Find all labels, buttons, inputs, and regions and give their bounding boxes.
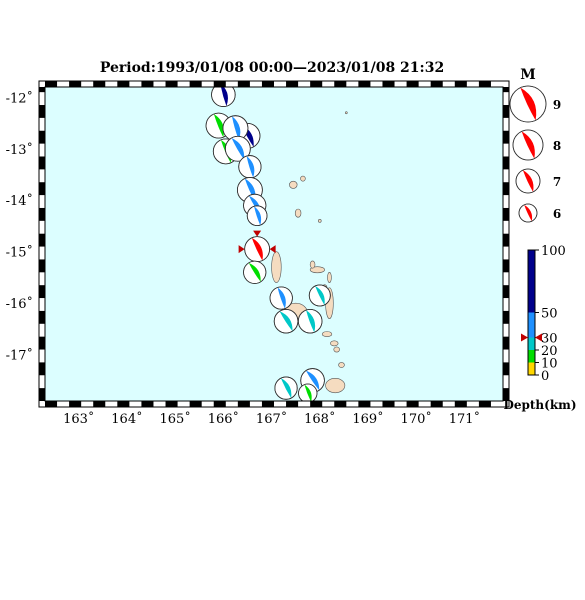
lat-tick-label: -17˚ (6, 348, 33, 364)
focal-mechanism-beachball (269, 286, 293, 310)
focal-mechanism-beachball (518, 203, 538, 223)
depth-legend-title: Depth(km) (503, 398, 576, 412)
magnitude-legend: M 9 8 7 6 (509, 67, 561, 223)
focal-mechanism-beachball (298, 383, 318, 401)
lat-tick-label: -16˚ (6, 296, 33, 312)
map-frame: -12˚ -13˚ -14˚ -15˚ -16˚ -17˚ 163˚ 164˚ 165˚ 166˚… (6, 80, 510, 427)
lat-tick-label: -14˚ (6, 193, 33, 209)
focal-mechanism-beachball (515, 168, 541, 194)
focal-mechanism-beachball (243, 260, 267, 284)
focal-mechanism-beachball (244, 236, 271, 263)
lon-tick-label: 171˚ (449, 411, 480, 427)
island (294, 208, 302, 218)
island (338, 362, 345, 368)
island (325, 378, 346, 394)
focal-mechanism-beachball (512, 129, 544, 161)
depth-color-band (528, 250, 535, 313)
island (271, 251, 282, 283)
magnitude-legend-label: 7 (553, 175, 561, 189)
depth-color-band (528, 312, 535, 338)
island (321, 331, 333, 337)
lon-tick-label: 164˚ (111, 411, 142, 427)
focal-mechanism-beachball (238, 155, 262, 179)
magnitude-legend-label: 8 (553, 139, 561, 153)
focal-mechanism-beachball (308, 284, 331, 307)
magnitude-legend-label: 9 (553, 98, 561, 112)
depth-tick-label: 0 (541, 369, 549, 384)
depth-color-band (528, 350, 535, 363)
focal-mechanism-beachball (273, 308, 299, 334)
depth-tick-label: 30 (541, 332, 558, 347)
depth-color-band (528, 337, 535, 350)
period-title: Period:1993/01/08 00:00—2023/01/08 21:32 (100, 60, 444, 76)
focal-mechanism-beachball (246, 205, 268, 226)
focal-mechanism-beachball (274, 376, 298, 400)
island (345, 111, 348, 115)
depth-tick-label: 20 (541, 344, 558, 359)
lon-tick-label: 170˚ (401, 411, 432, 427)
lat-tick-label: -12˚ (6, 90, 33, 106)
lon-tick-label: 163˚ (63, 411, 94, 427)
depth-marker (521, 333, 542, 342)
lon-tick-label: 169˚ (352, 411, 383, 427)
magnitude-legend-label: 6 (553, 207, 561, 221)
ocean (45, 87, 503, 401)
depth-tick-label: 10 (541, 357, 558, 372)
focal-mechanism-beachball (224, 135, 251, 162)
island (309, 260, 316, 269)
island (333, 346, 340, 353)
depth-tick-label: 50 (541, 307, 558, 322)
island (318, 218, 322, 223)
map-border (38, 80, 510, 408)
lon-tick-label: 166˚ (208, 411, 239, 427)
lon-tick-label: 167˚ (256, 411, 287, 427)
lat-tick-label: -15˚ (6, 245, 33, 261)
lon-tick-label: 168˚ (304, 411, 335, 427)
events-layer (205, 87, 331, 401)
depth-tick-label: 100 (541, 244, 566, 259)
island (330, 340, 339, 347)
island (289, 180, 298, 189)
focal-mechanism-beachball (297, 308, 323, 334)
focal-mechanism-beachball (211, 87, 236, 107)
island (300, 175, 306, 182)
magnitude-legend-title: M (520, 67, 536, 83)
depth-color-band (528, 362, 535, 375)
lon-tick-label: 165˚ (160, 411, 191, 427)
island (327, 272, 332, 283)
lat-tick-label: -13˚ (6, 142, 33, 158)
focal-mechanism-beachball (509, 85, 547, 123)
